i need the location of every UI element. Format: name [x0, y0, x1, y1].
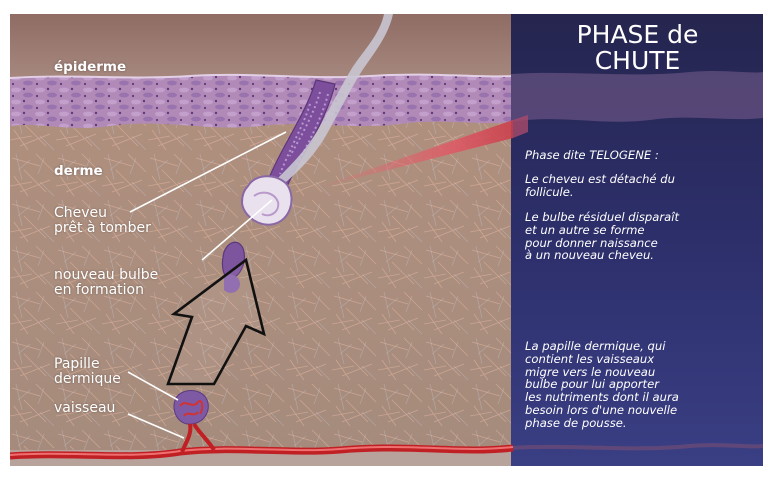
label-bulbe-line2: en formation [54, 283, 158, 298]
epidermis-texture [10, 75, 513, 128]
club-hair-bulb [242, 176, 292, 224]
label-papille-line2: dermique [54, 372, 121, 387]
panel-p3-line5: les nutriments dont il aura [525, 391, 763, 404]
label-epiderme: épiderme [54, 60, 126, 74]
panel-p3-line7: phase de pousse. [525, 417, 763, 430]
label-cheveu-line1: Cheveu [54, 206, 151, 221]
label-bulbe-line1: nouveau bulbe [54, 268, 158, 283]
panel-p3-line1: La papille dermique, qui [525, 340, 763, 353]
panel-p1-line1: Le cheveu est détaché du [525, 173, 763, 186]
panel-title-line2: CHUTE [512, 48, 763, 74]
panel-p3-line6: besoin lors d'une nouvelle [525, 404, 763, 417]
panel-subtitle: Phase dite TELOGENE : [525, 149, 763, 162]
panel-paragraph-2: Le bulbe résiduel disparaît et un autre … [525, 211, 763, 262]
panel-p2-line4: à un nouveau cheveu. [525, 249, 763, 262]
label-cheveu-line2: prêt à tomber [54, 221, 151, 236]
panel-p2-line1: Le bulbe résiduel disparaît [525, 211, 763, 224]
panel-epidermis-ghost [511, 71, 763, 122]
panel-subtitle-text: Phase dite TELOGENE : [525, 149, 763, 162]
label-papille-line1: Papille [54, 357, 121, 372]
panel-paragraph-3: La papille dermique, qui contient les va… [525, 340, 763, 429]
panel-p1-line2: follicule. [525, 186, 763, 199]
label-cheveu: Cheveu prêt à tomber [54, 206, 151, 235]
panel-p3-line2: contient les vaisseaux [525, 353, 763, 366]
panel-title: PHASE de CHUTE [512, 22, 763, 75]
label-vaisseau: vaisseau [54, 401, 115, 416]
panel-title-line1: PHASE de [512, 22, 763, 48]
label-derme: derme [54, 164, 103, 178]
panel-paragraph-1: Le cheveu est détaché du follicule. [525, 173, 763, 199]
label-bulbe: nouveau bulbe en formation [54, 268, 158, 297]
panel-p2-line2: et un autre se forme [525, 224, 763, 237]
label-papille: Papille dermique [54, 357, 121, 386]
